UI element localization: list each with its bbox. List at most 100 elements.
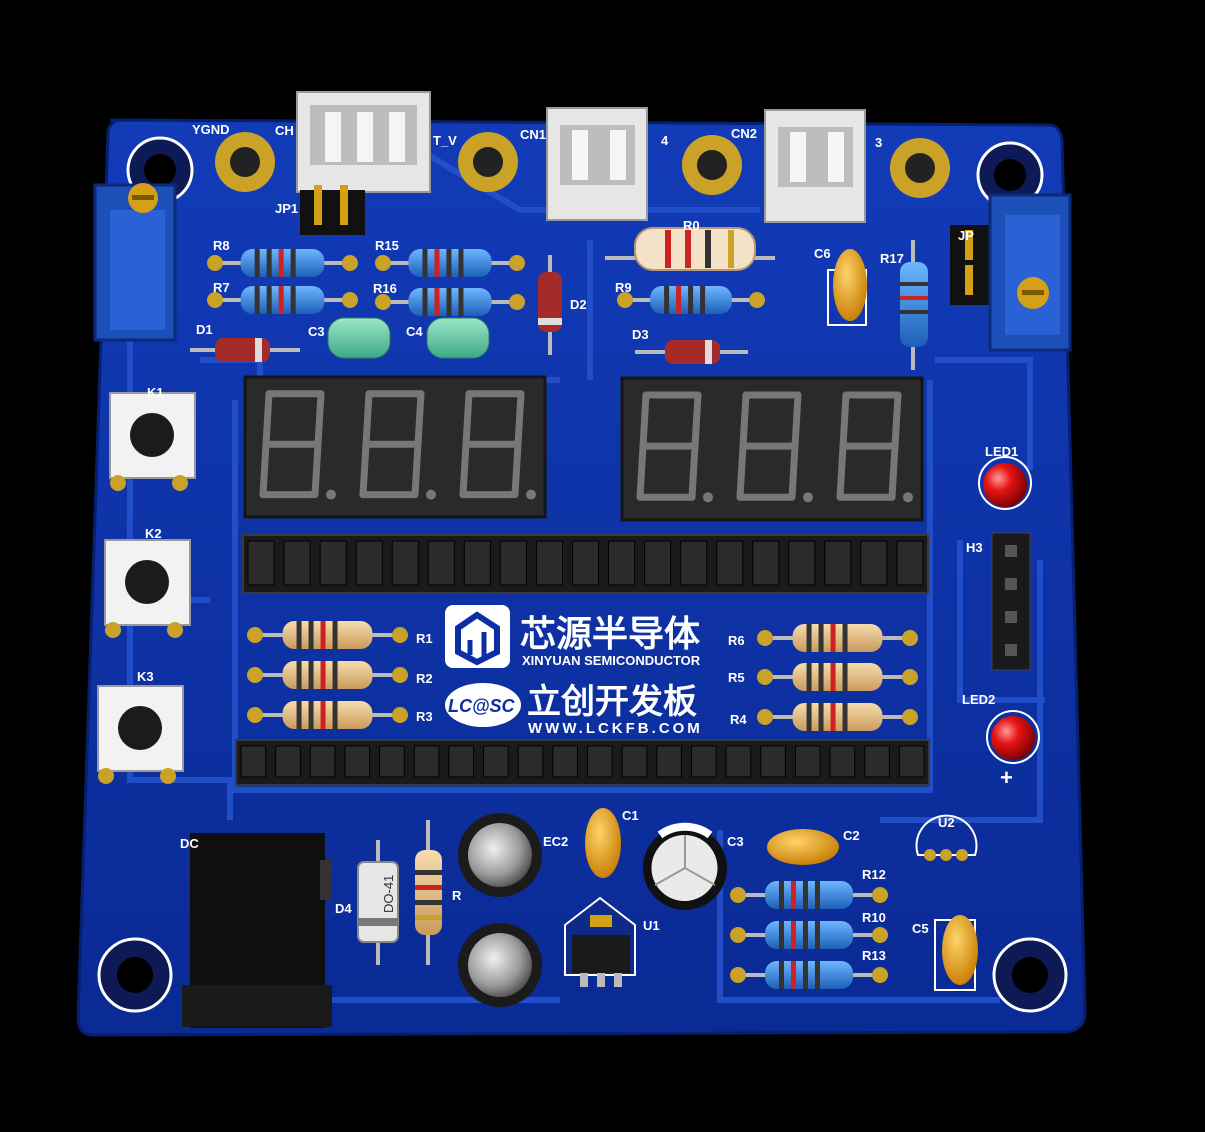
- header-pin: [483, 745, 509, 778]
- capacitor-c3: [327, 317, 391, 359]
- label-k1: K1: [147, 385, 164, 400]
- led2: [986, 710, 1040, 764]
- label-cn1: CN1: [520, 127, 546, 142]
- header-pin: [463, 540, 491, 586]
- header-pin: [788, 540, 816, 586]
- logo-url: WWW.LCKFB.COM: [528, 720, 703, 737]
- connector-ch: [296, 91, 431, 193]
- button-k3: [97, 685, 184, 784]
- capacitor-c2: [767, 829, 839, 865]
- resistor-r1: [247, 621, 408, 649]
- pin-header-bottom: [235, 739, 930, 786]
- resistor-r4: [757, 703, 918, 731]
- capacitor-c6: [827, 249, 867, 326]
- label-ec2: EC2: [543, 834, 568, 849]
- logo-board-name: 立创开发板: [527, 683, 697, 721]
- label-jp1: JP1: [275, 201, 298, 216]
- header-pin: [283, 540, 311, 586]
- header-pin: [448, 745, 475, 778]
- label-r0: R0: [683, 218, 700, 233]
- header-pin: [391, 540, 419, 586]
- header-pin: [517, 745, 544, 778]
- label-r3: R3: [416, 709, 433, 724]
- label-r4: R4: [730, 712, 747, 727]
- diode-d3: [635, 340, 748, 364]
- header-pin: [680, 540, 708, 586]
- header-pin: [752, 540, 780, 586]
- label-h3: H3: [966, 540, 983, 555]
- label-t-v: T_V: [433, 133, 457, 148]
- header-pin: [644, 540, 672, 586]
- seven-segment-right: [620, 376, 924, 522]
- label-do41: DO-41: [381, 875, 396, 913]
- jumper-jp1: [300, 185, 365, 235]
- header-pin: [355, 540, 383, 586]
- resistor-r6: [757, 624, 918, 652]
- label-ch: CH: [275, 123, 294, 138]
- header-pin: [725, 745, 752, 778]
- logo-block: 芯源半导体 XINYUAN SEMICONDUCTOR LC@SC 立创开发板 …: [445, 605, 703, 737]
- regulator-u2: [915, 814, 978, 861]
- label-cn2: CN2: [731, 126, 757, 141]
- capacitor-c1: [585, 808, 621, 878]
- header-pin: [499, 540, 527, 586]
- label-plus: +: [1000, 765, 1013, 790]
- header-pin: [427, 540, 455, 586]
- header-pin: [309, 745, 336, 778]
- label-r13: R13: [862, 948, 886, 963]
- resistor-r3: [247, 701, 408, 729]
- header-pin: [760, 745, 786, 778]
- label-r2: R2: [416, 671, 433, 686]
- resistor-r10: [730, 921, 888, 949]
- regulator-u1: [564, 896, 636, 987]
- label-4: 4: [661, 133, 669, 148]
- diode-d4: [357, 840, 399, 965]
- label-k2: K2: [145, 526, 162, 541]
- capacitor-c4: [426, 317, 490, 359]
- label-d4: D4: [335, 901, 352, 916]
- label-r15: R15: [375, 238, 399, 253]
- label-k3: K3: [137, 669, 154, 684]
- label-c5: C5: [912, 921, 929, 936]
- resistor-vertical: [415, 820, 442, 965]
- led1: [978, 456, 1032, 510]
- resistor-r0: [605, 227, 775, 271]
- label-r5: R5: [728, 670, 745, 685]
- header-pin: [860, 540, 888, 586]
- label-led1: LED1: [985, 444, 1018, 459]
- label-r6: R6: [728, 633, 745, 648]
- label-c3: C3: [308, 324, 325, 339]
- header-pin: [319, 540, 347, 586]
- resistor-r16: [375, 288, 525, 316]
- header-pin: [552, 745, 578, 778]
- diode-d1: [190, 338, 300, 362]
- potentiometer-left: [93, 183, 177, 342]
- header-pin: [896, 540, 924, 586]
- header-pin: [535, 540, 563, 586]
- resistor-r8: [207, 249, 358, 277]
- header-pin: [716, 540, 744, 586]
- label-r7: R7: [213, 280, 230, 295]
- label-r8: R8: [213, 238, 230, 253]
- resistor-r7: [207, 286, 358, 314]
- header-pin: [571, 540, 600, 586]
- silkscreen-labels: YGND CH T_V CN1 4 CN2 3 JP1 JP R0 R8 R7 …: [137, 122, 1018, 963]
- label-dc: DC: [180, 836, 199, 851]
- label-jp: JP: [958, 228, 974, 243]
- header-pin: [240, 745, 267, 778]
- connector-cn1: [546, 107, 648, 221]
- pin-header-top: [242, 534, 929, 594]
- resistor-r17: [900, 240, 928, 370]
- label-r10: R10: [862, 910, 886, 925]
- header-pin: [829, 745, 856, 778]
- capacitor-ec-lower: [458, 923, 542, 1007]
- header-pin: [656, 745, 682, 778]
- logo-en-name: XINYUAN SEMICONDUCTOR: [522, 653, 701, 668]
- label-r16: R16: [373, 281, 397, 296]
- button-k1: [109, 392, 196, 491]
- label-r9: R9: [615, 280, 632, 295]
- header-pin: [587, 745, 613, 778]
- tact-buttons: [97, 392, 196, 784]
- label-c1: C1: [622, 808, 639, 823]
- capacitor-c5: [934, 915, 978, 991]
